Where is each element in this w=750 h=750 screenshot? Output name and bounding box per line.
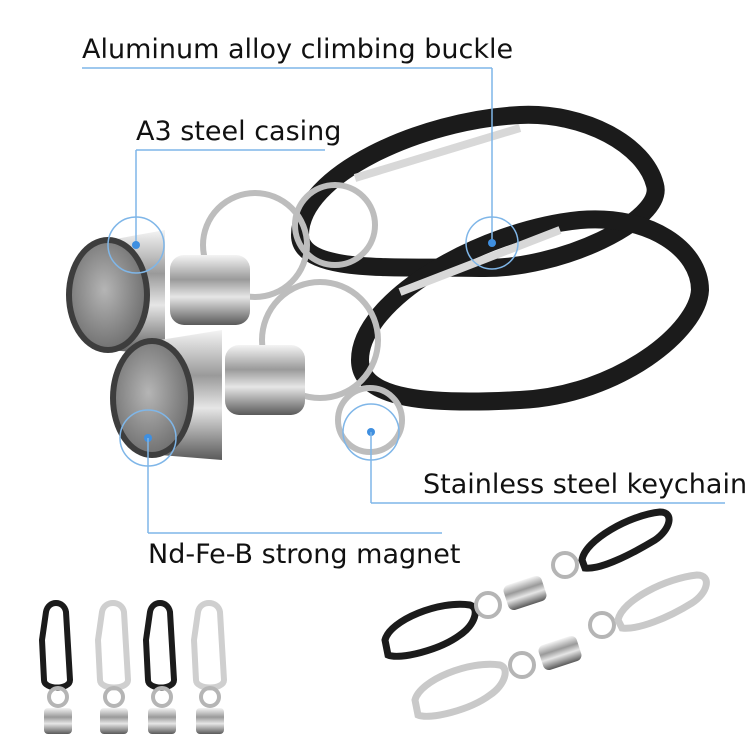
variant-thumb-black-2	[142, 600, 178, 734]
connected-set-black	[381, 508, 673, 660]
variant-thumb-silver-2	[190, 600, 228, 734]
callout-keychain	[342, 403, 725, 504]
callout-label-magnet: Nd-Fe-B strong magnet	[148, 539, 461, 570]
split-ring	[292, 182, 378, 268]
carabiner-black-bottom	[351, 210, 709, 411]
magnet-lower	[110, 330, 305, 460]
variant-thumb-silver-1	[94, 600, 132, 734]
callout-casing	[107, 149, 325, 274]
magnet-upper	[66, 230, 250, 355]
variant-thumbnails	[38, 600, 228, 734]
callout-magnet	[119, 409, 442, 534]
callout-label-buckle: Aluminum alloy climbing buckle	[82, 34, 514, 65]
callout-label-casing: A3 steel casing	[136, 116, 342, 147]
split-ring	[200, 190, 310, 300]
split-ring	[335, 385, 405, 455]
callout-label-keychain: Stainless steel keychain	[423, 469, 748, 500]
connected-set-silver	[411, 571, 710, 720]
callout-buckle	[82, 67, 519, 270]
split-ring	[259, 279, 381, 401]
variant-thumb-black-1	[38, 600, 74, 734]
